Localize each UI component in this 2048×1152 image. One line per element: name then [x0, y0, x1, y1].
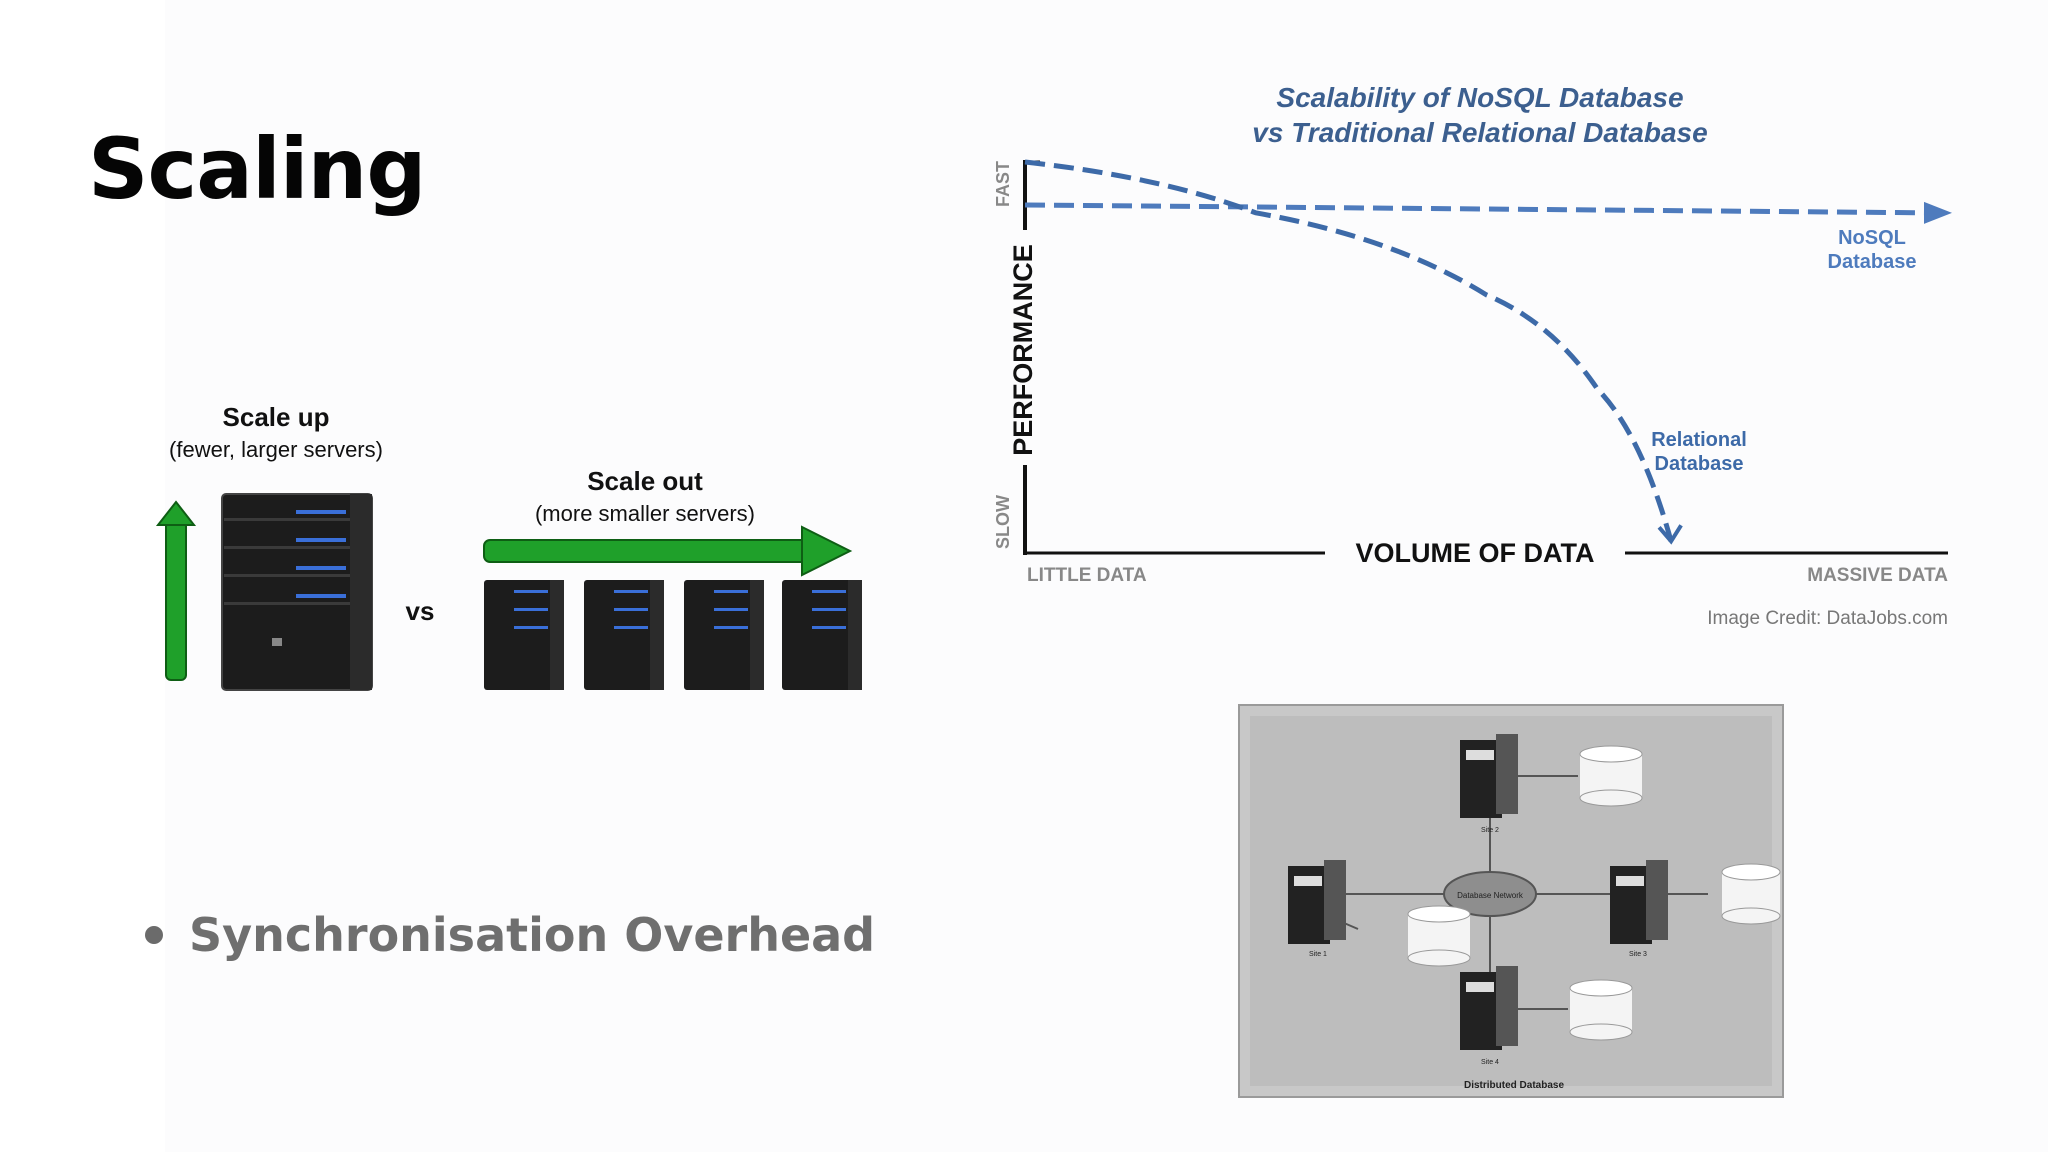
small-server-icon	[782, 580, 862, 690]
database-cylinder-icon	[1579, 745, 1643, 807]
scale-out-subtitle: (more smaller servers)	[535, 501, 755, 526]
site-label: Site 3	[1629, 951, 1647, 958]
database-cylinder-icon	[1721, 863, 1781, 925]
nosql-label-line2: Database	[1828, 251, 1917, 273]
scale-out-title: Scale out	[587, 466, 703, 496]
database-cylinder-icon	[1407, 905, 1471, 967]
relational-label-line2: Database	[1655, 453, 1744, 475]
series-line-nosql	[1024, 202, 1931, 216]
network-hub-label: Database Network	[1457, 891, 1524, 900]
series-line-relational	[1024, 159, 1674, 542]
vs-label: vs	[406, 596, 435, 626]
chart-title: Scalability of NoSQL Database	[1276, 82, 1683, 113]
site-server-icon	[1460, 734, 1518, 818]
y-tick-fast: FAST	[993, 161, 1013, 207]
distributed-database-figure: Database Network Site 2 Site 1 Site 3 Si…	[1238, 704, 1784, 1098]
nosql-label-line1: NoSQL	[1838, 227, 1906, 249]
x-axis-label: VOLUME OF DATA	[1356, 538, 1595, 568]
bullet-item: Synchronisation Overhead	[145, 908, 875, 962]
small-server-icon	[484, 580, 564, 690]
bullet-dot-icon	[145, 926, 163, 944]
relational-arrowhead-icon	[1657, 524, 1683, 545]
scalability-chart: Scalability of NoSQL Database vs Traditi…	[993, 82, 1952, 629]
scale-up-title: Scale up	[223, 402, 330, 432]
small-server-icon	[684, 580, 764, 690]
x-tick-little: LITTLE DATA	[1027, 565, 1147, 586]
scale-out-arrow-icon	[483, 525, 853, 577]
scale-up-arrow-icon	[155, 500, 197, 681]
y-axis-label: PERFORMANCE	[1008, 244, 1038, 456]
slide-title: Scaling	[88, 120, 426, 218]
relational-label-line1: Relational	[1651, 429, 1747, 451]
site-server-icon	[1460, 966, 1518, 1050]
site-server-icon	[1610, 860, 1668, 944]
large-server-icon	[221, 493, 373, 691]
small-server-icon	[584, 580, 664, 690]
distributed-caption: Distributed Database	[1464, 1080, 1564, 1091]
y-tick-slow: SLOW	[993, 495, 1013, 549]
nosql-arrowhead-icon	[1924, 201, 1952, 224]
site-label: Site 4	[1481, 1059, 1499, 1066]
site-server-icon	[1288, 860, 1346, 944]
image-credit: Image Credit: DataJobs.com	[1707, 608, 1948, 629]
chart-subtitle: vs Traditional Relational Database	[1252, 117, 1707, 148]
scale-figure: Scale up (fewer, larger servers) vs Scal…	[155, 402, 862, 691]
x-tick-massive: MASSIVE DATA	[1807, 565, 1948, 586]
bullet-text: Synchronisation Overhead	[189, 908, 876, 962]
scale-up-subtitle: (fewer, larger servers)	[169, 437, 383, 462]
site-label: Site 2	[1481, 827, 1499, 834]
network-hub	[1443, 871, 1537, 917]
database-cylinder-icon	[1569, 979, 1633, 1041]
site-label: Site 1	[1309, 951, 1327, 958]
